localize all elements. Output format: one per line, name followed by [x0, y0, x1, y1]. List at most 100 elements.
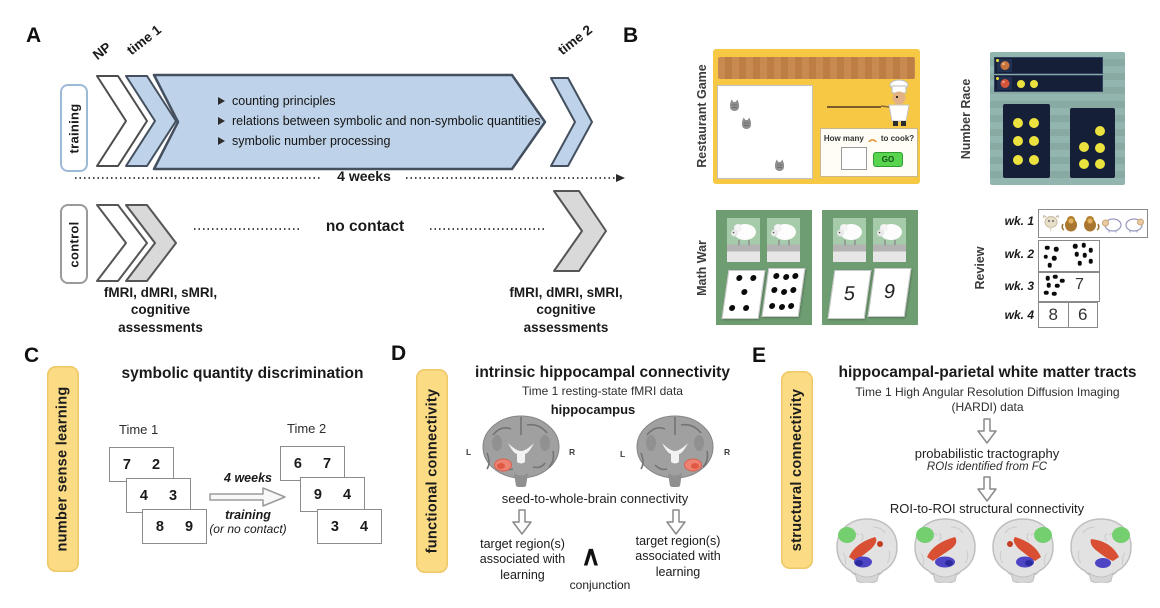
time2-label: time 2 — [555, 22, 595, 58]
week4-number-right: 6 — [1078, 305, 1088, 324]
down-arrow-icon — [512, 509, 532, 535]
bullet-item: counting principles — [218, 93, 544, 111]
time1-label: time 1 — [124, 22, 164, 58]
chef-character — [880, 79, 910, 126]
panel-b-label: B — [623, 24, 639, 47]
math-war-title: Math War — [695, 240, 709, 296]
race-progress-bar-1 — [994, 57, 1103, 74]
right-hemisphere-label: R — [569, 447, 576, 457]
sheep-card — [833, 218, 866, 262]
dot-card-nine-dots — [763, 269, 805, 316]
dot-card-nine — [761, 268, 806, 317]
go-button: GO — [873, 152, 903, 167]
player-avatar-icon — [997, 59, 1012, 72]
sheep-card — [727, 218, 760, 262]
panel-c-title: symbolic quantity discrimination — [121, 365, 364, 382]
week2-dots-right — [1067, 241, 1099, 271]
sheep-icon — [877, 224, 902, 245]
number-card-five: 5 — [827, 270, 872, 319]
bar-marker-icon — [996, 77, 999, 80]
wood-banner — [718, 57, 915, 79]
monkey-icon — [1061, 216, 1077, 232]
week3-label: wk. 3 — [1004, 279, 1034, 293]
sheep-outline-icon — [1102, 217, 1122, 232]
card-number: 7 — [122, 456, 131, 473]
tract-brain-image — [836, 518, 898, 583]
number-race-title: Number Race — [959, 78, 973, 160]
time1-header: Time 1 — [119, 422, 159, 437]
down-arrow-icon — [977, 418, 997, 444]
sheep-card — [873, 218, 906, 262]
math-war-panel-dots — [716, 210, 812, 325]
bullet-arrow-icon — [218, 117, 225, 126]
week3-number: 7 — [1075, 276, 1084, 293]
bar2-progress-dots — [1013, 76, 1065, 91]
number-sense-learning-bar: number sense learning — [47, 366, 79, 572]
monkey-icon — [1083, 216, 1100, 232]
question-prefix: How many — [823, 134, 864, 143]
math-war-panel-numbers: 5 9 — [822, 210, 918, 325]
control-time2-chevron — [553, 190, 607, 272]
question-suffix: to cook? — [880, 134, 915, 143]
bullet-text: counting principles — [232, 94, 336, 109]
time2-chevron — [550, 77, 593, 167]
target-regions-left: target region(s) associated with learnin… — [479, 537, 566, 582]
bar-marker-icon — [996, 59, 999, 62]
card-number: 9 — [313, 486, 322, 503]
number-race-screenshot — [990, 52, 1125, 185]
tract-brain-image — [992, 518, 1054, 583]
week4-stimuli-box: 8 6 — [1038, 302, 1098, 328]
training-arrow — [152, 73, 547, 171]
four-weeks-arrow — [209, 487, 286, 507]
bullet-text: symbolic number processing — [232, 133, 391, 148]
quantity-card: 4 3 — [126, 478, 191, 513]
control-chevron-gray — [125, 204, 177, 282]
goat-icon — [1042, 214, 1059, 233]
question-dialog: How many to cook? GO — [820, 128, 918, 177]
functional-connectivity-bar: functional connectivity — [416, 369, 448, 573]
right-hemisphere-label: R — [724, 447, 731, 457]
animal-field — [717, 85, 813, 179]
animal-icon — [730, 99, 739, 111]
bullet-arrow-icon — [218, 136, 225, 145]
animal-icon — [775, 159, 784, 171]
no-contact-dotted-left — [194, 228, 300, 230]
sheep-icon — [771, 224, 796, 245]
week4-number-left: 8 — [1039, 303, 1069, 327]
week2-label: wk. 2 — [1004, 247, 1034, 261]
sheep-outline-icon — [1125, 217, 1145, 232]
race-card-left-dots — [1003, 104, 1050, 178]
assessments-left: fMRI, dMRI, sMRI, cognitive assessments — [103, 285, 218, 335]
race-card-right-dots — [1070, 108, 1115, 178]
answer-input — [841, 147, 867, 170]
week2-dots-left — [1039, 241, 1069, 271]
week1-label: wk. 1 — [1004, 214, 1034, 228]
number-sense-learning-label: number sense learning — [55, 386, 72, 552]
training-bullet-list: counting principles relations between sy… — [218, 79, 544, 165]
panel-e-subtitle: Time 1 High Angular Resolution Diffusion… — [855, 385, 1120, 414]
roi-to-roi-label: ROI-to-ROI structural connectivity — [889, 501, 1085, 516]
sheep-card — [767, 218, 800, 262]
card-number: 2 — [152, 456, 161, 473]
player-avatar-icon — [997, 77, 1012, 90]
card-number: 9 — [185, 518, 194, 535]
control-group-label: control — [66, 220, 82, 268]
animal-icon — [742, 117, 751, 129]
brain-coronal-right-seed — [636, 415, 714, 487]
functional-connectivity-label: functional connectivity — [424, 388, 440, 554]
bullet-arrow-icon — [218, 97, 225, 106]
race-progress-bar-2 — [994, 75, 1103, 92]
restaurant-game-screenshot: How many to cook? GO — [713, 49, 920, 184]
card-number: 8 — [155, 518, 164, 535]
training-group-label: training — [66, 102, 82, 154]
timeline-dotted-right — [406, 177, 616, 179]
no-contact-dotted-right — [430, 228, 546, 230]
rois-from-fc-note: ROIs identified from FC — [926, 461, 1048, 473]
week3-dots — [1041, 273, 1071, 301]
brain-coronal-left-seed — [482, 415, 560, 487]
no-contact-label: no contact — [325, 218, 405, 235]
control-chevron-white — [96, 204, 148, 282]
croissant-icon — [867, 138, 877, 142]
panel-d-subtitle: Time 1 resting-state fMRI data — [522, 384, 683, 398]
timeline-dotted-left — [75, 177, 322, 179]
